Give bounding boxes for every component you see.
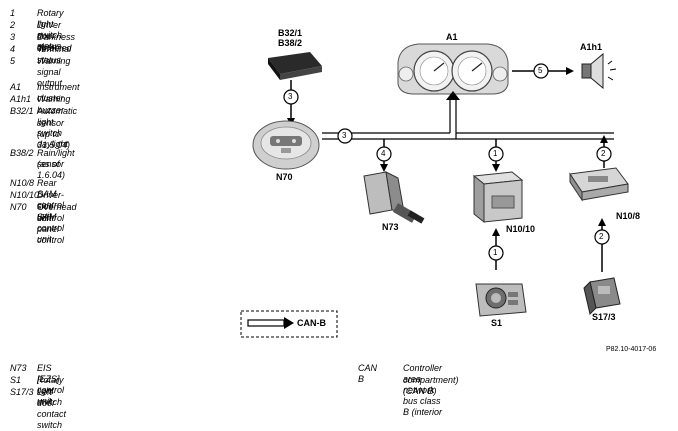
legend-code: S17/3 (10, 387, 34, 397)
legend-code: B32/1 (10, 106, 34, 116)
instrument-cluster-icon (397, 43, 509, 95)
label-b32: B32/1 (278, 28, 303, 38)
legend-text: Rear SAM control unit (37, 178, 65, 221)
door-contact-switch-icon (583, 277, 621, 315)
legend-code: B38/2 (10, 148, 34, 158)
signal-number: 3 (342, 131, 347, 140)
signal-number: 5 (538, 66, 543, 75)
sam-control-unit-icon (472, 171, 524, 224)
signal-number: 3 (288, 92, 293, 101)
label-can-b-key: CAN-B (297, 318, 326, 328)
legend-text: EIS [EZS] control unit (37, 363, 65, 406)
legend-code: 5 (10, 56, 16, 66)
legend-code: A1 (10, 82, 22, 92)
overhead-panel-icon (252, 120, 320, 170)
reference-code: P82.10-4017-06 (606, 346, 657, 353)
legend-code: N73 (10, 363, 27, 373)
legend-text: (up to 31.5.04) (37, 129, 71, 150)
signal-markers (283, 63, 612, 261)
can-b-legend-key (240, 310, 338, 338)
legend-code: A1h1 (10, 94, 32, 104)
rotary-switch-icon (475, 283, 527, 317)
signal-number: 4 (381, 149, 386, 158)
legend-text: Driver-side SAM control unit (37, 190, 65, 244)
can-bus (322, 91, 614, 140)
legend-text: Rotary light switch (37, 375, 64, 407)
legend-text: compartment) (CAN B) (403, 375, 459, 396)
label-s173: S17/3 (592, 312, 616, 322)
legend-text: Driver door open (37, 20, 61, 52)
legend-text: Darkness detected (37, 32, 76, 53)
legend-code: 4 (10, 44, 16, 54)
label-a1h1: A1h1 (580, 42, 603, 52)
legend-text: Rotary light switch status (37, 8, 64, 51)
legend-text: sensor (37, 118, 65, 128)
sensor-icon (268, 52, 322, 80)
label-a1: A1 (446, 32, 458, 42)
signal-number: 2 (601, 149, 606, 158)
buzzer-icon (581, 52, 617, 90)
legend-text: Warning signal output (37, 56, 71, 88)
legend-code: 1 (10, 8, 16, 18)
legend-text: (as of 1.6.04) (37, 159, 66, 180)
signal-number: 1 (493, 248, 498, 257)
legend-code: 2 (10, 20, 16, 30)
network-diagram (240, 43, 629, 338)
signal-number: 2 (599, 232, 604, 241)
legend-code: 3 (10, 32, 16, 42)
legend-text: Warning buzzer (37, 94, 71, 115)
legend-text: Terminal status (37, 44, 72, 65)
legend-text: Rain/light sensor (37, 148, 75, 169)
legend-code: S1 (10, 375, 22, 385)
label-n1010: N10/10 (506, 224, 536, 234)
legend-code: CAN B (358, 363, 378, 384)
label-b38: B38/2 (278, 38, 303, 48)
legend-text: Automatic light switch daylight (37, 106, 78, 149)
label-n70: N70 (276, 172, 293, 182)
signal-number: 1 (493, 149, 498, 158)
legend-text: Overhead control panel control (37, 202, 77, 245)
legend-text: unit (37, 213, 52, 223)
label-s1: S1 (491, 318, 503, 328)
legend-text: Instrument cluster (37, 82, 80, 103)
legend-code: N70 (10, 202, 27, 212)
ignition-switch-icon (363, 171, 425, 224)
legend-code: N10/8 (10, 178, 35, 188)
rear-sam-control-unit-icon (569, 167, 629, 202)
label-n73: N73 (382, 222, 399, 232)
legend-code: N10/10 (10, 190, 40, 200)
label-n108: N10/8 (616, 211, 641, 221)
